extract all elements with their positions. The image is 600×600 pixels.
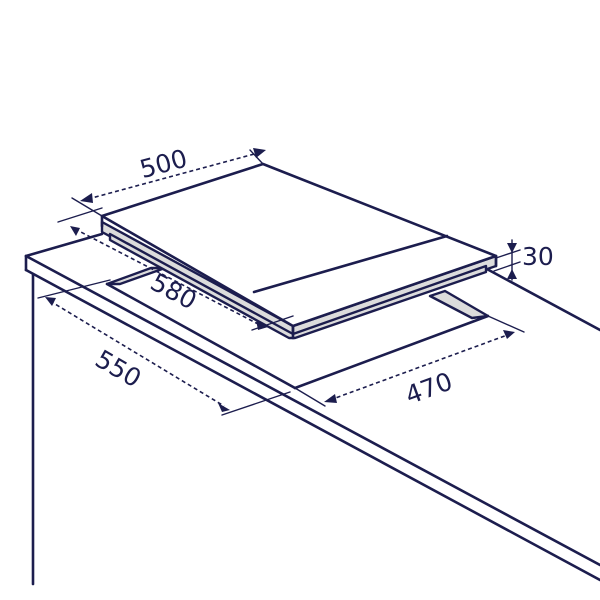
dimension-hob-height: 30 — [493, 239, 554, 281]
arrow-icon — [256, 320, 268, 330]
arrow-icon — [507, 269, 517, 279]
dimension-label-470: 470 — [401, 367, 456, 411]
arrow-icon — [507, 243, 517, 253]
dimension-cutout-width: 470 — [294, 315, 525, 411]
arrow-icon — [324, 394, 337, 403]
worktop-cutout — [105, 266, 490, 390]
arrow-icon — [218, 403, 230, 412]
worktop — [24, 232, 600, 582]
dimension-label-30: 30 — [522, 242, 554, 271]
dimension-label-550: 550 — [90, 344, 146, 393]
arrow-icon — [45, 297, 56, 306]
arrow-icon — [70, 226, 80, 236]
arrow-icon — [253, 148, 266, 158]
arrow-icon — [80, 193, 93, 203]
dimension-label-500: 500 — [137, 144, 191, 184]
arrow-icon — [503, 330, 515, 339]
hob — [100, 162, 498, 340]
